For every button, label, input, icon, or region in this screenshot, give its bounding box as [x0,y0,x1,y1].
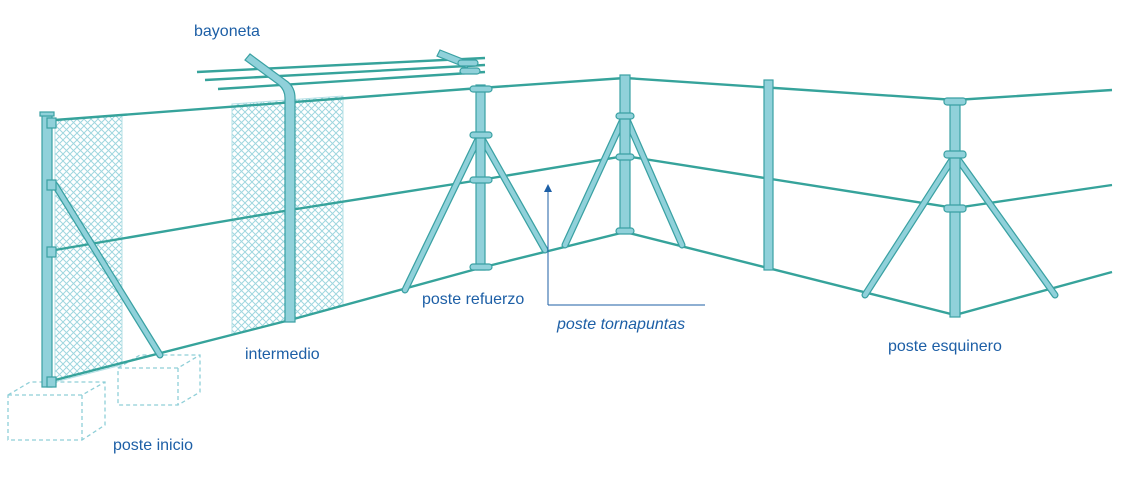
posts [39,49,967,388]
label-bayonet: bayoneta [194,23,260,40]
label-reinforcement-post: poste refuerzo [422,291,525,308]
label-corner-post: poste esquinero [888,338,1002,355]
mesh-panels [54,95,344,383]
label-start-post: poste inicio [113,437,194,454]
intermediate-post-bayonet [244,53,296,323]
concrete-blocks [7,354,201,441]
label-intermediate: intermedio [245,346,320,363]
callout-line [544,184,705,306]
barbed-wires [196,56,486,91]
line-post [763,79,774,271]
label-brace-post: poste tornapuntas [557,316,686,333]
braces [51,111,1059,359]
